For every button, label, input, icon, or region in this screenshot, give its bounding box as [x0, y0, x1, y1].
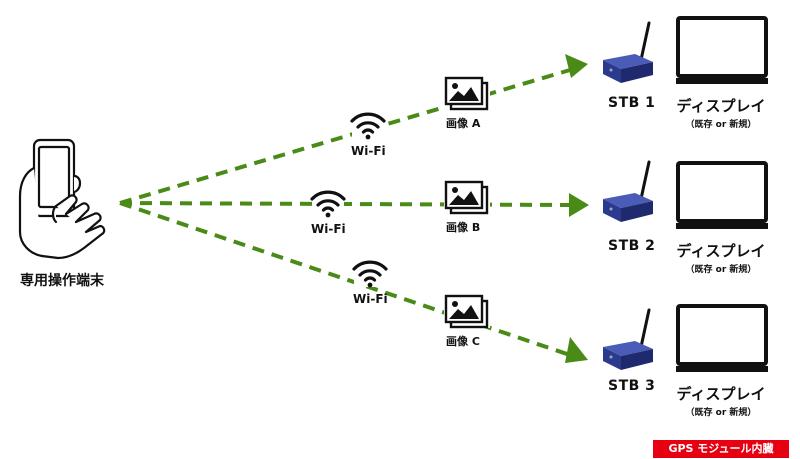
stb-label-3: STB 3	[608, 378, 656, 394]
image-label-a: 画像 A	[446, 117, 481, 130]
image-icon	[444, 294, 490, 329]
image-label-c: 画像 C	[446, 335, 480, 348]
connection-lines	[119, 68, 571, 357]
image-label-b: 画像 B	[446, 221, 481, 234]
stb-device-icon	[603, 160, 653, 222]
display-label-3: ディスプレイ	[676, 385, 766, 403]
stb-device-icon	[603, 21, 653, 83]
wifi-label-2: Wi-Fi	[311, 222, 346, 236]
terminal-label: 専用操作端末	[20, 273, 104, 289]
display-sub-2: （既存 or 新規）	[685, 265, 757, 275]
stb-label-2: STB 2	[608, 238, 656, 254]
display-sub-1: （既存 or 新規）	[685, 120, 757, 130]
display-sub-3: （既存 or 新規）	[685, 408, 757, 418]
hand-phone-icon	[18, 138, 106, 260]
wifi-icon	[352, 259, 388, 288]
arrowhead-1	[565, 54, 588, 78]
display-icon	[676, 16, 768, 84]
line-to-stb-2	[119, 201, 571, 207]
image-icon	[444, 180, 490, 215]
wifi-icon	[350, 111, 386, 140]
gps-module-badge: GPS モジュール内臓	[653, 440, 789, 458]
wifi-label-1: Wi-Fi	[351, 144, 386, 158]
display-icon	[676, 161, 768, 229]
arrowhead-3	[565, 337, 588, 363]
stb-device-icon	[603, 308, 653, 370]
image-icon	[444, 76, 490, 111]
wifi-label-3: Wi-Fi	[353, 292, 388, 306]
wifi-icon	[310, 189, 346, 218]
arrowheads	[565, 54, 589, 363]
display-label-2: ディスプレイ	[676, 242, 766, 260]
stb-label-1: STB 1	[608, 95, 656, 111]
line-to-stb-1	[119, 68, 571, 205]
display-label-1: ディスプレイ	[676, 97, 766, 115]
arrowhead-2	[569, 193, 589, 217]
display-icon	[676, 304, 768, 372]
